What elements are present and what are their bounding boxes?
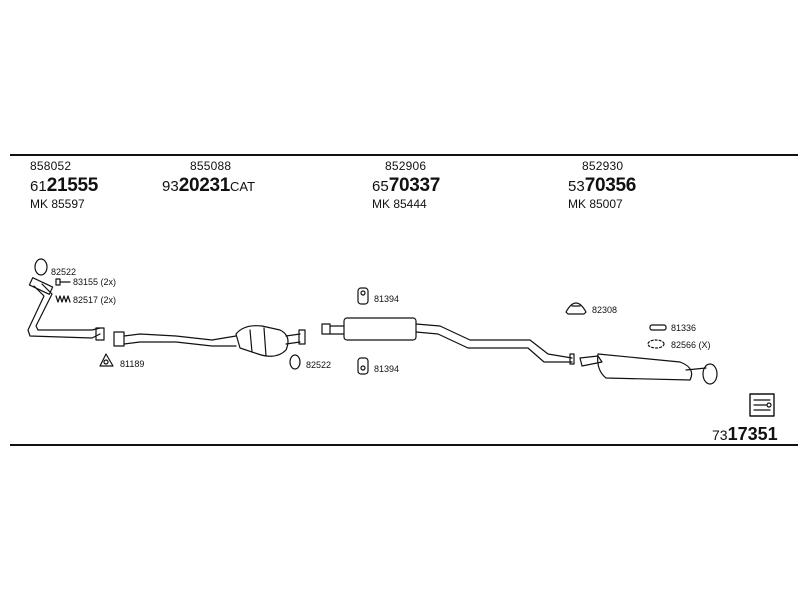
part-header-catalytic-converter: 855088 9320231CAT [162, 160, 255, 195]
gasket-icon [289, 354, 301, 370]
reference-number: 7317351 [712, 424, 778, 444]
label-82517: 82517 (2x) [73, 295, 116, 305]
label-83155: 83155 (2x) [73, 277, 116, 287]
logo-icon [749, 393, 775, 417]
part-code: 855088 [190, 159, 232, 173]
label-82566: 82566 (X) [671, 340, 711, 350]
silencer-icon [579, 353, 718, 385]
part-mounting-kit: MK 85597 [30, 197, 85, 211]
silencer-icon [321, 317, 575, 365]
part-number: 5370356 [568, 175, 637, 196]
label-82522: 82522 [51, 267, 76, 277]
hanger-icon [649, 324, 667, 331]
label-82522: 82522 [306, 360, 331, 370]
top-divider [10, 154, 798, 156]
clamp-icon [565, 302, 587, 315]
gasket-icon [647, 339, 665, 349]
part-header-middle-silencer: 852906 6570337 MK 85444 [372, 160, 440, 210]
label-81336: 81336 [671, 323, 696, 333]
part-number: 6570337 [372, 175, 441, 196]
exhaust-pipe-icon [27, 277, 105, 341]
hanger-icon [357, 357, 369, 375]
part-number: 9320231CAT [162, 175, 256, 196]
part-mounting-kit: MK 85007 [568, 197, 623, 211]
label-81189: 81189 [120, 359, 144, 369]
part-mounting-kit: MK 85444 [372, 197, 427, 211]
part-code: 852930 [582, 159, 624, 173]
label-82308: 82308 [592, 305, 617, 315]
part-code: 852906 [385, 159, 427, 173]
part-number: 6121555 [30, 175, 99, 196]
gasket-icon [99, 353, 114, 367]
label-81394: 81394 [374, 364, 399, 374]
gasket-icon [34, 258, 48, 276]
spring-icon [55, 295, 71, 303]
catalytic-converter-icon [113, 325, 306, 357]
label-81394: 81394 [374, 294, 399, 304]
part-header-front-pipe: 858052 6121555 MK 85597 [30, 160, 98, 210]
part-header-rear-silencer: 852930 5370356 MK 85007 [568, 160, 636, 210]
hanger-icon [357, 287, 369, 305]
part-code: 858052 [30, 159, 72, 173]
bottom-divider [10, 444, 798, 446]
bolt-icon [55, 278, 71, 286]
